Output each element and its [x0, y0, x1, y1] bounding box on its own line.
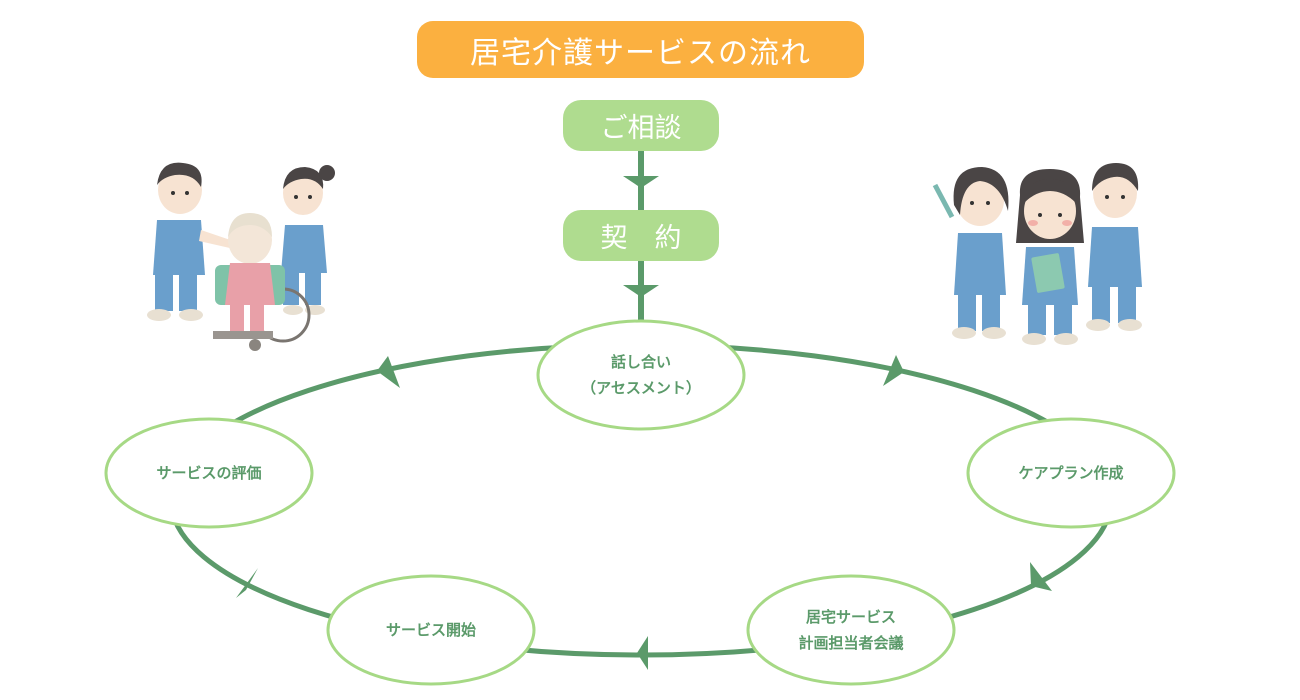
caregiver-figure [281, 165, 335, 315]
arrow-down-icon [623, 176, 659, 188]
node-meeting: 居宅サービス 計画担当者会議 [798, 608, 904, 652]
arrow-cw-icon [883, 355, 904, 386]
node-service-start: サービス開始 [385, 621, 476, 639]
arrow-cw-icon [236, 568, 258, 598]
arrow-cw-icon [377, 356, 400, 388]
staff-with-syringe [932, 167, 1009, 339]
node-evaluation: サービスの評価 [156, 464, 262, 482]
node-meeting-shape [746, 574, 956, 686]
cycle-arrows [236, 355, 1052, 670]
step-consultation: ご相談 [563, 100, 719, 151]
node-evaluation-shape [104, 417, 314, 529]
node-care-plan-shape [966, 417, 1176, 529]
staff-with-clipboard [1016, 169, 1084, 345]
page-title: 居宅介護サービスの流れ [417, 21, 864, 78]
caregivers-with-wheelchair-illustration [147, 162, 335, 351]
medical-staff-group-illustration [932, 163, 1142, 345]
node-assessment: 話し合い （アセスメント） [581, 353, 701, 397]
node-care-plan: ケアプラン作成 [1018, 464, 1124, 482]
node-assessment-shape [536, 319, 746, 431]
staff-arms-crossed [1086, 163, 1142, 331]
node-service-start-shape [326, 574, 536, 686]
elderly-woman-wheelchair [213, 213, 311, 351]
step-contract: 契 約 [563, 210, 719, 261]
arrow-down-icon [623, 285, 659, 297]
arrow-cw-icon [1030, 562, 1052, 591]
arrow-cw-icon [637, 636, 648, 670]
